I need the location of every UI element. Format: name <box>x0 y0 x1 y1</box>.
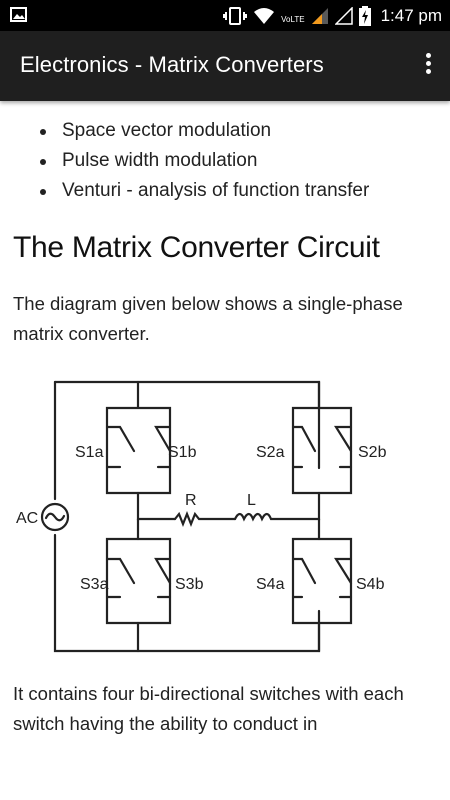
cell-signal-icon <box>311 7 328 24</box>
label-s4b: S4b <box>356 576 385 593</box>
label-s1b: S1b <box>168 444 197 461</box>
wifi-icon <box>254 7 275 24</box>
label-ac-source: AC <box>16 510 38 527</box>
list-item: Space vector modulation <box>0 119 369 149</box>
label-s2b: S2b <box>358 444 387 461</box>
cell-signal-empty-icon <box>334 6 353 25</box>
matrix-converter-diagram: S1a S1b S2a S2b S3a S3b S4a S4b R L AC <box>16 380 387 653</box>
status-bar: VoLTE 1:47 pm <box>0 0 450 31</box>
app-title: Electronics - Matrix Converters <box>20 52 324 77</box>
network-label: VoLTE <box>281 15 305 24</box>
app-bar: Electronics - Matrix Converters <box>0 31 450 101</box>
followup-paragraph: It contains four bi-directional switches… <box>13 683 404 734</box>
overflow-menu-icon[interactable] <box>420 53 436 81</box>
section-heading: The Matrix Converter Circuit <box>13 231 380 264</box>
label-s1a: S1a <box>75 444 104 461</box>
list-item: Venturi - analysis of function transfer <box>0 179 369 209</box>
label-s3a: S3a <box>80 576 109 593</box>
battery-charging-icon <box>358 5 371 26</box>
label-s2a: S2a <box>256 444 285 461</box>
label-s3b: S3b <box>175 576 204 593</box>
image-icon <box>10 7 27 22</box>
intro-paragraph: The diagram given below shows a single-p… <box>13 293 403 344</box>
vibrate-icon <box>223 6 248 25</box>
list-item: Pulse width modulation <box>0 149 369 179</box>
status-time: 1:47 pm <box>380 5 442 25</box>
label-s4a: S4a <box>256 576 285 593</box>
label-inductor: L <box>247 492 256 509</box>
label-resistor: R <box>185 492 197 509</box>
bullet-list: Space vector modulation Pulse width modu… <box>0 119 369 209</box>
